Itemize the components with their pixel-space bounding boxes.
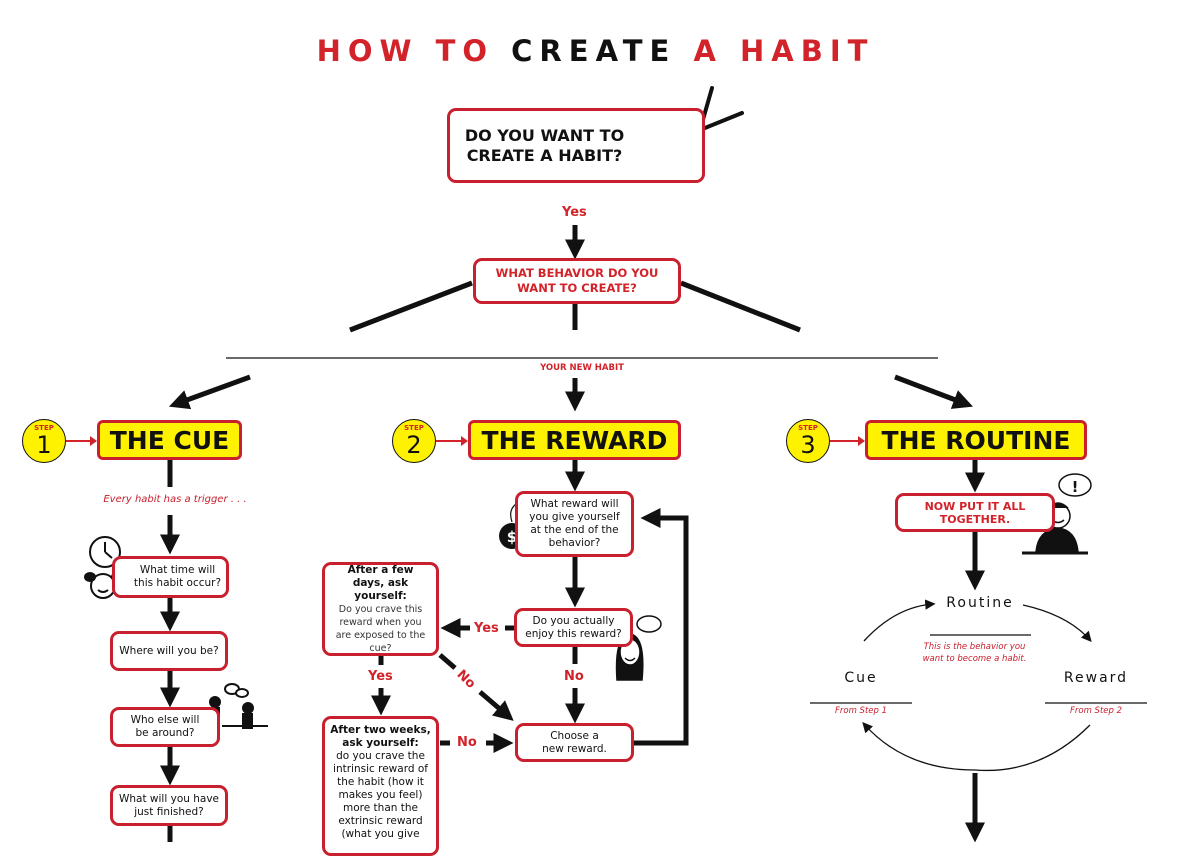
loop-back-arrow [634,508,689,746]
reward-enjoy: Do you actually enjoy this reward? [525,614,622,640]
behavior-question: WHAT BEHAVIOR DO YOU WANT TO CREATE? [495,266,659,295]
yes-label-start: Yes [562,205,587,220]
clock-icon [89,536,121,568]
svg-text:$: $ [507,528,517,546]
steps-1-number: 2 [406,431,422,459]
reward-few_days_heading: After a few days, ask yourself: [347,563,414,602]
steps-0-step_label: STEP [34,424,54,432]
loop-arc-reward-cue [862,722,1091,772]
cue-question-where: Where will you be? [110,631,228,671]
title-part1: HOW TO [316,34,495,68]
cue-question-finished: What will you have just finished? [110,785,228,826]
loop-routine-label: Routine [946,595,1014,611]
cue-questions-0: What time will this habit occur? [133,564,222,589]
no-label-enjoy: No [564,669,584,684]
cue-questions-2: Who else will be around? [130,714,200,739]
choose-new-reward-box: Choose a new reward. [515,723,634,762]
arrow-to-cue [168,374,251,410]
loop-routine-note: This is the behavior you want to become … [922,642,1027,664]
loop-arc-cue-routine [863,599,936,642]
cue-questions-1: Where will you be? [119,644,219,657]
diag-no-1 [438,653,457,670]
arrow-to-routine [894,374,974,409]
branch-left [349,280,473,333]
woman-humming-icon [615,615,662,681]
reward-few_days_body: Do you crave this reward when you are ex… [335,603,426,654]
loop-cue-label: Cue [844,670,878,686]
loop-cue-note: From Step 1 [834,706,888,716]
reward-what_reward: What reward will you give yourself at th… [529,498,620,549]
steps-1-step_label: STEP [404,424,424,432]
title-part2: CREATE [511,34,677,68]
step-3-title: THE ROUTINE [865,420,1087,460]
loop-arc-routine-reward [1022,604,1092,642]
reward-two_weeks_body: do you crave the intrinsic reward of the… [333,750,428,840]
routine-put_together: NOW PUT IT ALL TOGETHER. [924,499,1026,526]
step-1-title: THE CUE [97,420,242,460]
step-2-title: THE REWARD [468,420,681,460]
your-new-habit-caption: YOUR NEW HABIT [540,363,624,373]
two-weeks-box: After two weeks, ask yourself: do you cr… [322,716,439,856]
reward-choose_new: Choose a new reward. [542,729,607,755]
steps-0-number: 1 [36,431,52,459]
page-title: HOW TO CREATE A HABIT [0,34,1191,68]
start-question: DO YOU WANT TO CREATE A HABIT? [464,125,625,165]
cue-questions-3: What will you have just finished? [119,792,219,818]
cue-question-time: What time will this habit occur? [112,556,229,598]
trigger-note: Every habit has a trigger . . . [103,494,247,505]
start-question-box: DO YOU WANT TO CREATE A HABIT? [447,108,705,183]
yes-label-enjoy: Yes [474,621,499,636]
branch-right [680,280,801,333]
diag-no-2 [478,690,514,721]
steps-2-number: 3 [800,431,816,459]
behavior-question-box: WHAT BEHAVIOR DO YOU WANT TO CREATE? [473,258,681,304]
steps-2-step_label: STEP [798,424,818,432]
put-together-box: NOW PUT IT ALL TOGETHER. [895,493,1055,532]
loop-reward-note: From Step 2 [1069,706,1123,716]
enjoy-question-box: Do you actually enjoy this reward? [514,608,633,647]
cue-question-who: Who else will be around? [110,707,220,747]
svg-text:!: ! [1072,478,1079,496]
loop-reward-label: Reward [1063,670,1129,686]
no-label-two-weeks: No [457,735,477,750]
man-thinking-icon: ! [1022,473,1092,555]
few-days-box: After a few days, ask yourself: Do you c… [322,562,439,656]
yes-label-few-days: Yes [368,669,393,684]
reward-question-box: What reward will you give yourself at th… [515,491,634,557]
reward-two_weeks_heading: After two weeks, ask yourself: [330,724,431,749]
title-part3: A HABIT [693,34,875,68]
